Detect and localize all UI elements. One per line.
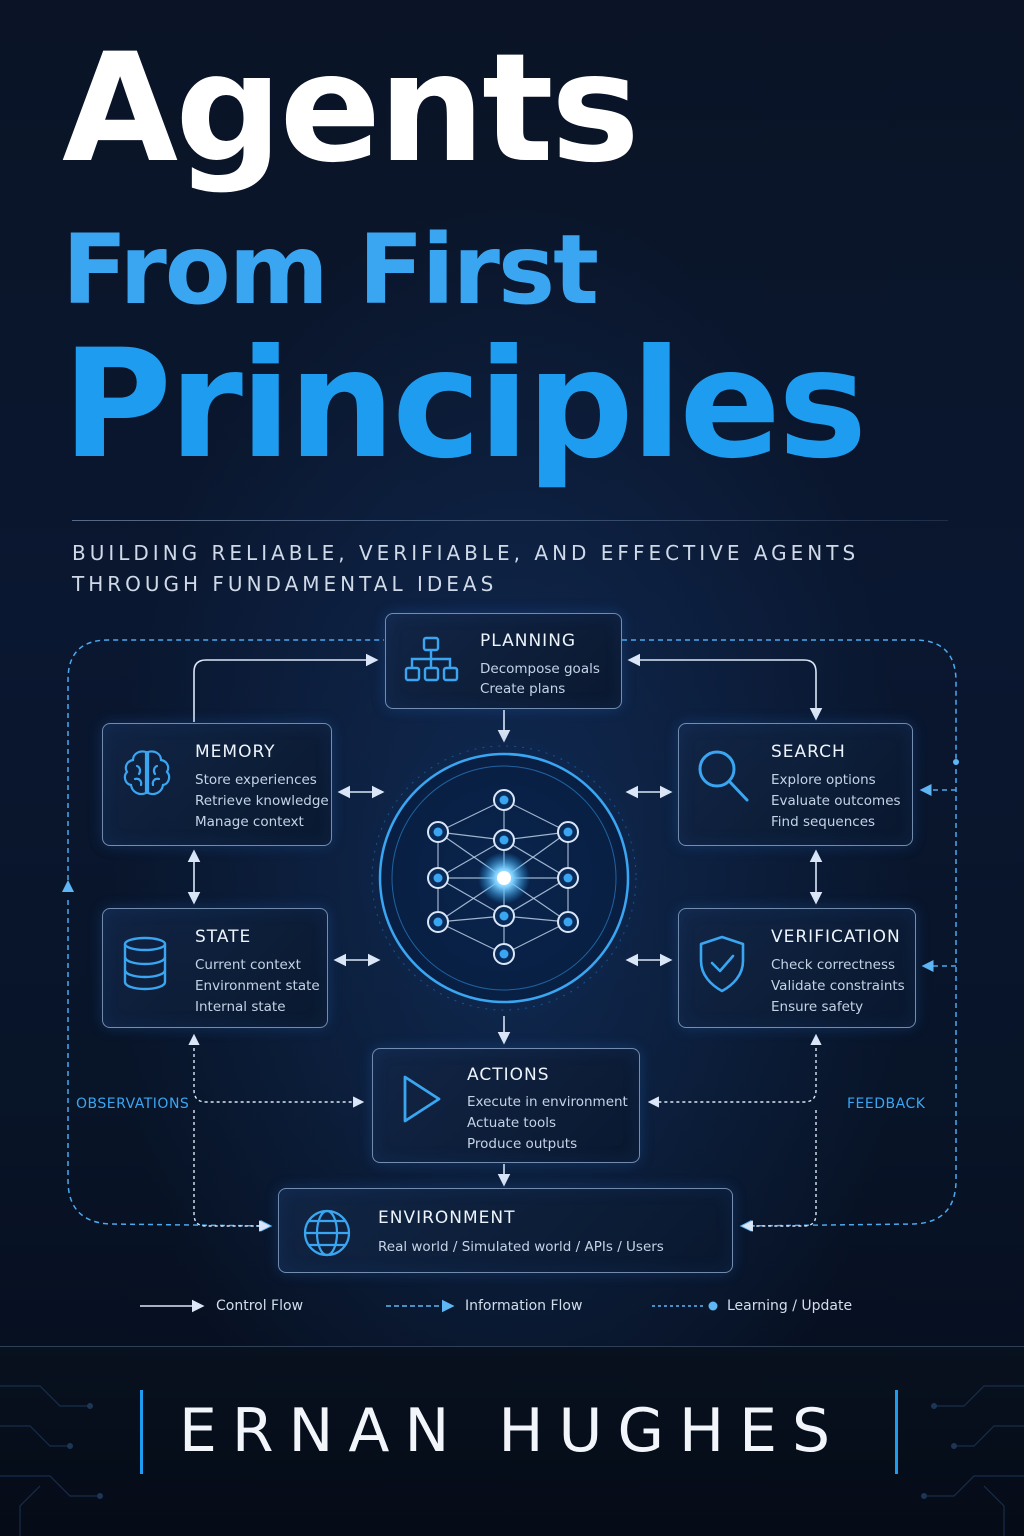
state-title: STATE <box>195 927 252 947</box>
planning-card: PLANNING Decompose goals Create plans <box>385 613 622 709</box>
state-card: STATE Current context Environment state … <box>102 908 328 1028</box>
planning-line-2: Create plans <box>480 681 566 697</box>
memory-line-2: Retrieve knowledge <box>195 793 329 809</box>
circuit-pattern <box>0 1385 1024 1536</box>
flow-connectors <box>62 639 959 1313</box>
subtitle-line-1: BUILDING RELIABLE, VERIFIABLE, AND EFFEC… <box>72 541 860 565</box>
outer-dashed-loops <box>67 639 957 1232</box>
environment-card: ENVIRONMENT Real world / Simulated world… <box>278 1188 733 1273</box>
actions-line-3: Produce outputs <box>467 1136 578 1152</box>
author-band <box>0 1346 1024 1536</box>
observations-arrowhead <box>62 880 74 892</box>
memory-line-3: Manage context <box>195 814 304 830</box>
legend-control-label: Control Flow <box>216 1298 304 1314</box>
actions-line-2: Actuate tools <box>467 1115 557 1131</box>
actions-line-1: Execute in environment <box>467 1094 628 1110</box>
verification-title: VERIFICATION <box>771 927 901 947</box>
legend-learning-line <box>652 1301 718 1311</box>
memory-line-1: Store experiences <box>195 772 317 788</box>
title-divider <box>72 520 948 521</box>
actions-title: ACTIONS <box>467 1065 550 1085</box>
verification-line-3: Ensure safety <box>771 999 864 1015</box>
actions-card: ACTIONS Execute in environment Actuate t… <box>372 1048 640 1163</box>
legend-information-label: Information Flow <box>465 1298 583 1314</box>
author-right-bar <box>895 1390 898 1474</box>
title-line-1: Agents <box>62 22 640 196</box>
learning-dot <box>953 759 959 765</box>
planning-line-1: Decompose goals <box>480 661 600 677</box>
feedback-label: FEEDBACK <box>847 1096 926 1112</box>
title-line-2: From First <box>62 214 599 326</box>
author-name: ERNAN HUGHES <box>178 1396 846 1466</box>
database-icon <box>123 936 167 991</box>
search-line-2: Evaluate outcomes <box>771 793 901 809</box>
environment-line-1: Real world / Simulated world / APIs / Us… <box>378 1239 664 1255</box>
title-line-3: Principles <box>62 318 867 492</box>
information-flow-lines <box>188 1033 822 1232</box>
band-divider <box>0 1346 1024 1347</box>
memory-card: MEMORY Store experiences Retrieve knowle… <box>102 723 332 846</box>
verification-line-2: Validate constraints <box>771 978 905 994</box>
hierarchy-icon <box>404 636 459 682</box>
globe-icon <box>303 1209 351 1257</box>
search-title: SEARCH <box>771 742 846 762</box>
state-line-3: Internal state <box>195 999 286 1015</box>
author-left-bar <box>140 1390 143 1474</box>
environment-title: ENVIRONMENT <box>378 1208 516 1228</box>
search-line-3: Find sequences <box>771 814 876 830</box>
verification-line-1: Check correctness <box>771 957 896 973</box>
shield-check-icon <box>699 935 745 993</box>
search-line-1: Explore options <box>771 772 876 788</box>
search-card: SEARCH Explore options Evaluate outcomes… <box>678 723 913 846</box>
legend-learning-label: Learning / Update <box>727 1298 853 1314</box>
play-icon <box>403 1075 441 1123</box>
planning-title: PLANNING <box>480 631 577 651</box>
brain-icon <box>123 750 171 796</box>
magnifier-icon <box>698 750 749 802</box>
verification-card: VERIFICATION Check correctness Validate … <box>678 908 916 1028</box>
observations-label: OBSERVATIONS <box>76 1096 190 1112</box>
memory-title: MEMORY <box>195 742 276 762</box>
state-line-1: Current context <box>195 957 301 973</box>
neural-network-icon <box>354 728 654 1028</box>
control-flow-lines <box>187 653 823 1187</box>
subtitle-line-2: THROUGH FUNDAMENTAL IDEAS <box>72 572 498 596</box>
state-line-2: Environment state <box>195 978 320 994</box>
